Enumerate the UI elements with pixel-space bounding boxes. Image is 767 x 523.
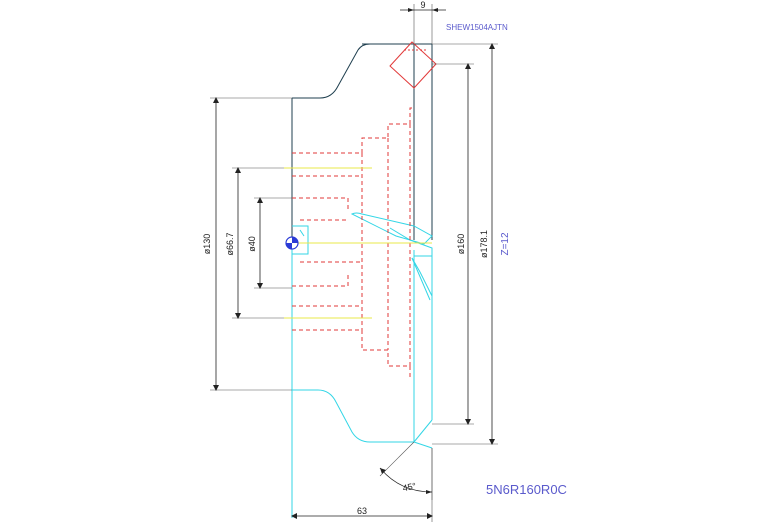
dim-lead-angle-label: 45° xyxy=(402,481,418,494)
datum-origin-icon xyxy=(285,236,299,250)
dim-diameter-66-7: ø66.7 xyxy=(225,167,284,319)
dim-diameter-160-label: ø160 xyxy=(456,234,466,255)
dim-lead-angle: 45° xyxy=(379,441,433,500)
dim-diameter-130-label: ø130 xyxy=(202,234,212,255)
centerlines xyxy=(284,167,432,319)
dim-diameter-66-7-label: ø66.7 xyxy=(225,232,235,255)
dim-diameter-160: ø160 xyxy=(432,63,474,425)
part-number-label: 5N6R160R0C xyxy=(486,482,567,497)
dim-diameter-40-label: ø40 xyxy=(247,236,257,252)
dim-insert-width-label: 9 xyxy=(420,0,425,10)
dim-height-63-label: 63 xyxy=(357,506,367,516)
tooth-count-label: Z=12 xyxy=(500,232,511,256)
dim-diameter-40: ø40 xyxy=(247,197,292,289)
dim-diameter-178-1-label: ø178.1 xyxy=(479,230,489,258)
dim-insert-width: 9 xyxy=(400,0,446,44)
hidden-internal-features xyxy=(292,107,414,380)
dim-diameter-130: ø130 xyxy=(202,97,292,391)
insert-code-label: SHEW1504AJTN xyxy=(446,23,508,32)
cutter-body-upper-outline xyxy=(291,43,433,240)
insert-top xyxy=(389,41,437,89)
dim-diameter-178-1: ø178.1 xyxy=(432,43,498,445)
